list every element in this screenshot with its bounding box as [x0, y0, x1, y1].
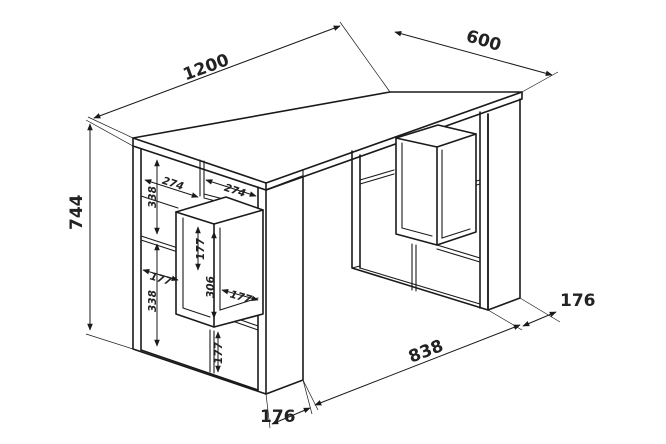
inner-306-label: 306 — [205, 276, 217, 298]
right-center-box — [395, 124, 477, 246]
depth-label: 600 — [464, 26, 504, 56]
left-unit-side — [265, 175, 304, 395]
inner-177-left-label: 177 — [148, 270, 173, 288]
leg-gap-label: 838 — [406, 336, 446, 367]
cell-width-left-label: 274 — [161, 175, 186, 193]
left-depth-label: 176 — [260, 407, 296, 427]
left-unit — [132, 145, 267, 395]
width-label: 1200 — [180, 50, 231, 85]
shelf-338-top-label: 338 — [147, 186, 159, 208]
width-dimension-line — [93, 25, 341, 119]
inner-177-mid-label: 177 — [195, 237, 207, 260]
leg-gap-dimension-line — [314, 324, 521, 406]
height-label: 744 — [67, 194, 87, 230]
inner-177-right-label: 177 — [228, 288, 253, 306]
right-unit-side — [487, 98, 521, 311]
inner-177-bottom-label: 177 — [213, 341, 225, 364]
desk-drawing — [132, 91, 523, 395]
left-depth-dimension-line — [271, 407, 311, 425]
shelf-338-bottom-label: 338 — [147, 290, 159, 312]
depth-dimension-line — [394, 30, 553, 77]
dimensions: 1200 600 744 838 176 176 274 274 338 — [67, 21, 596, 429]
right-depth-label: 176 — [560, 291, 596, 311]
right-depth-dimension-line — [522, 311, 557, 327]
